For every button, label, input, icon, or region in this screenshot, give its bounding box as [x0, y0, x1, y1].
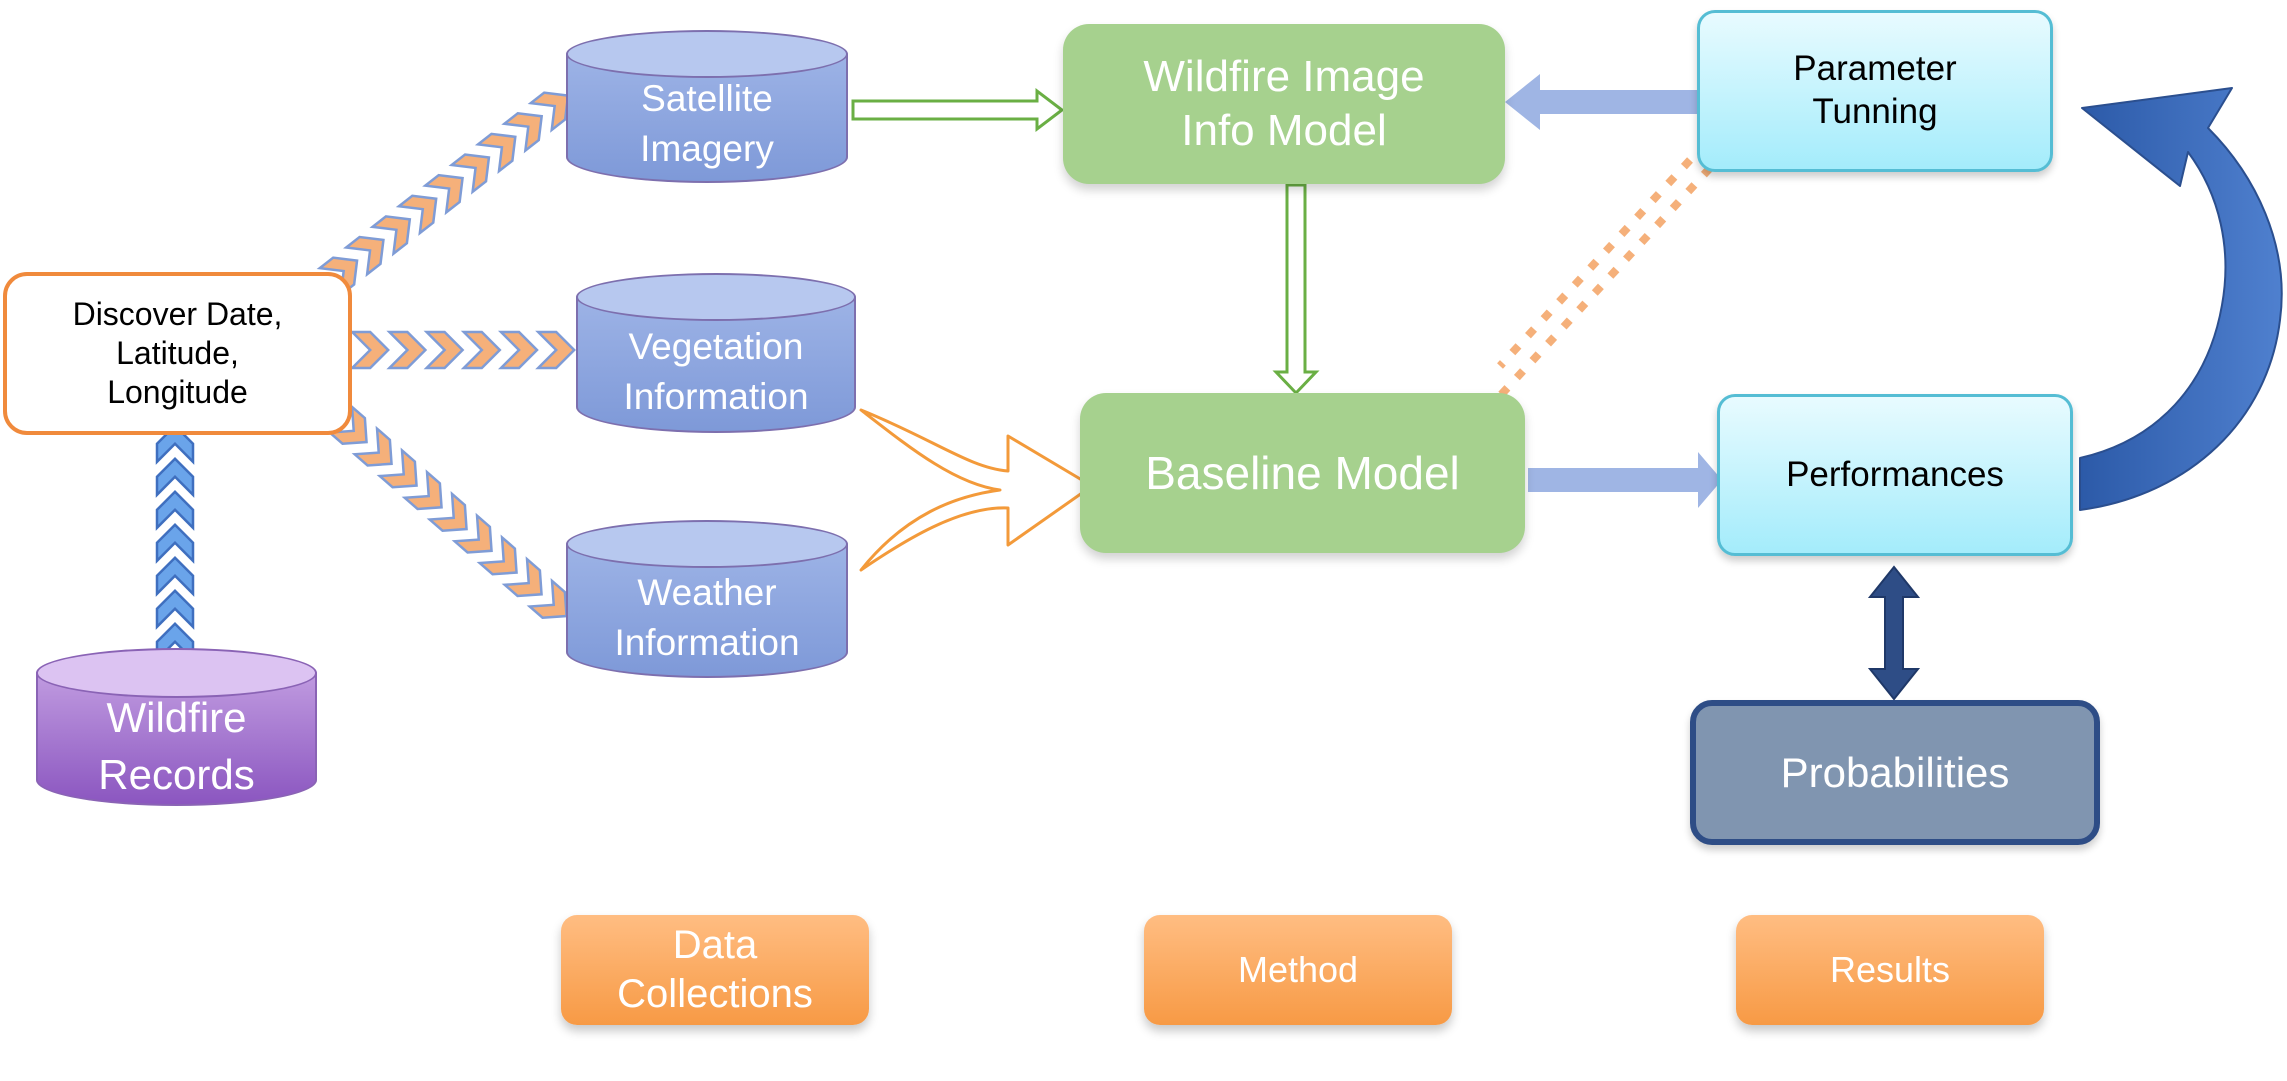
hollow-merge-arrow-to-baseline: [859, 408, 1094, 572]
weather-information-label: Weather Information: [614, 572, 800, 663]
discover-date-location-box: Discover Date, Latitude, Longitude: [3, 272, 352, 435]
chevron-segment: [460, 330, 502, 370]
chevron-segment: [349, 330, 390, 370]
parameter-tuning-label: Parameter Tunning: [1793, 49, 1957, 131]
satellite-imagery-label: Satellite Imagery: [640, 77, 774, 169]
stage-results: Results: [1736, 915, 2044, 1025]
vegetation-information-cylinder: Vegetation Information: [576, 273, 856, 433]
chevron-segment: [155, 523, 195, 564]
chevron-segment: [501, 111, 544, 154]
chevron-arrow-to-satellite: [316, 91, 570, 298]
wildfire-records-label: Wildfire Records: [98, 694, 255, 798]
chevron-segment: [535, 330, 576, 370]
parameter-tuning-box: Parameter Tunning: [1697, 10, 2053, 172]
chevron-segment: [376, 447, 418, 489]
satellite-imagery-cylinder: Satellite Imagery: [566, 30, 848, 183]
flow-arrow-baseline-to-performances: [1528, 452, 1722, 508]
chevron-segment: [422, 173, 464, 216]
performances-label: Performances: [1786, 454, 2004, 494]
chevron-segment: [448, 153, 491, 195]
chevron-segment: [326, 403, 368, 445]
chevron-arrow-records-to-discover: [155, 424, 195, 663]
wildfire-records-cylinder: Wildfire Records: [36, 648, 317, 806]
chevron-segment: [497, 330, 539, 370]
flow-arrow-tuning-to-image-model: [1505, 74, 1698, 130]
stage-data-collections: Data Collections: [561, 915, 869, 1025]
chevron-segment: [155, 556, 195, 597]
chevron-segment: [351, 425, 393, 467]
weather-information-cylinder: Weather Information: [566, 520, 848, 678]
chevron-segment: [423, 330, 465, 370]
chevron-segment: [395, 194, 438, 236]
chevron-arrow-to-weather: [326, 403, 568, 619]
chevron-segment: [386, 330, 428, 370]
baseline-model-label: Baseline Model: [1145, 446, 1460, 499]
hollow-arrow-satellite-to-image-model: [851, 87, 1065, 133]
chevron-segment: [155, 490, 195, 531]
double-arrow-performances-probabilities: [1867, 565, 1921, 701]
chevron-segment: [155, 457, 195, 498]
chevron-segment: [501, 556, 543, 598]
stage-results-label: Results: [1829, 949, 1951, 991]
wildfire-image-model-label: Wildfire Image Info Model: [1143, 52, 1425, 155]
probabilities-label: Probabilities: [1780, 748, 2010, 796]
baseline-model-box: Baseline Model: [1080, 393, 1525, 553]
wildfire-image-info-model-box: Wildfire Image Info Model: [1063, 24, 1505, 184]
chevron-segment: [426, 490, 468, 532]
stage-method-label: Method: [1237, 949, 1359, 991]
discover-box-label: Discover Date, Latitude, Longitude: [72, 295, 283, 411]
stage-data-collections-label: Data Collections: [617, 923, 813, 1016]
dotted-link-tuning-to-baseline-2: [1497, 157, 1693, 369]
probabilities-box: Probabilities: [1690, 700, 2100, 845]
chevron-segment: [476, 534, 518, 576]
stage-method: Method: [1144, 915, 1452, 1025]
chevron-segment: [401, 469, 443, 511]
chevron-arrow-to-vegetation: [349, 330, 576, 370]
chevron-segment: [451, 512, 493, 554]
chevron-segment: [155, 589, 195, 630]
hollow-arrow-image-model-to-baseline: [1272, 183, 1320, 396]
chevron-segment: [527, 91, 570, 133]
chevron-segment: [343, 235, 385, 278]
dotted-link-tuning-to-baseline: [1484, 165, 1713, 413]
performances-box: Performances: [1717, 394, 2073, 556]
chevron-segment: [474, 132, 517, 175]
vegetation-information-label: Vegetation Information: [623, 326, 809, 417]
chevron-segment: [369, 215, 412, 257]
chevron-segment: [526, 577, 568, 619]
curved-feedback-arrow: [2079, 87, 2283, 511]
